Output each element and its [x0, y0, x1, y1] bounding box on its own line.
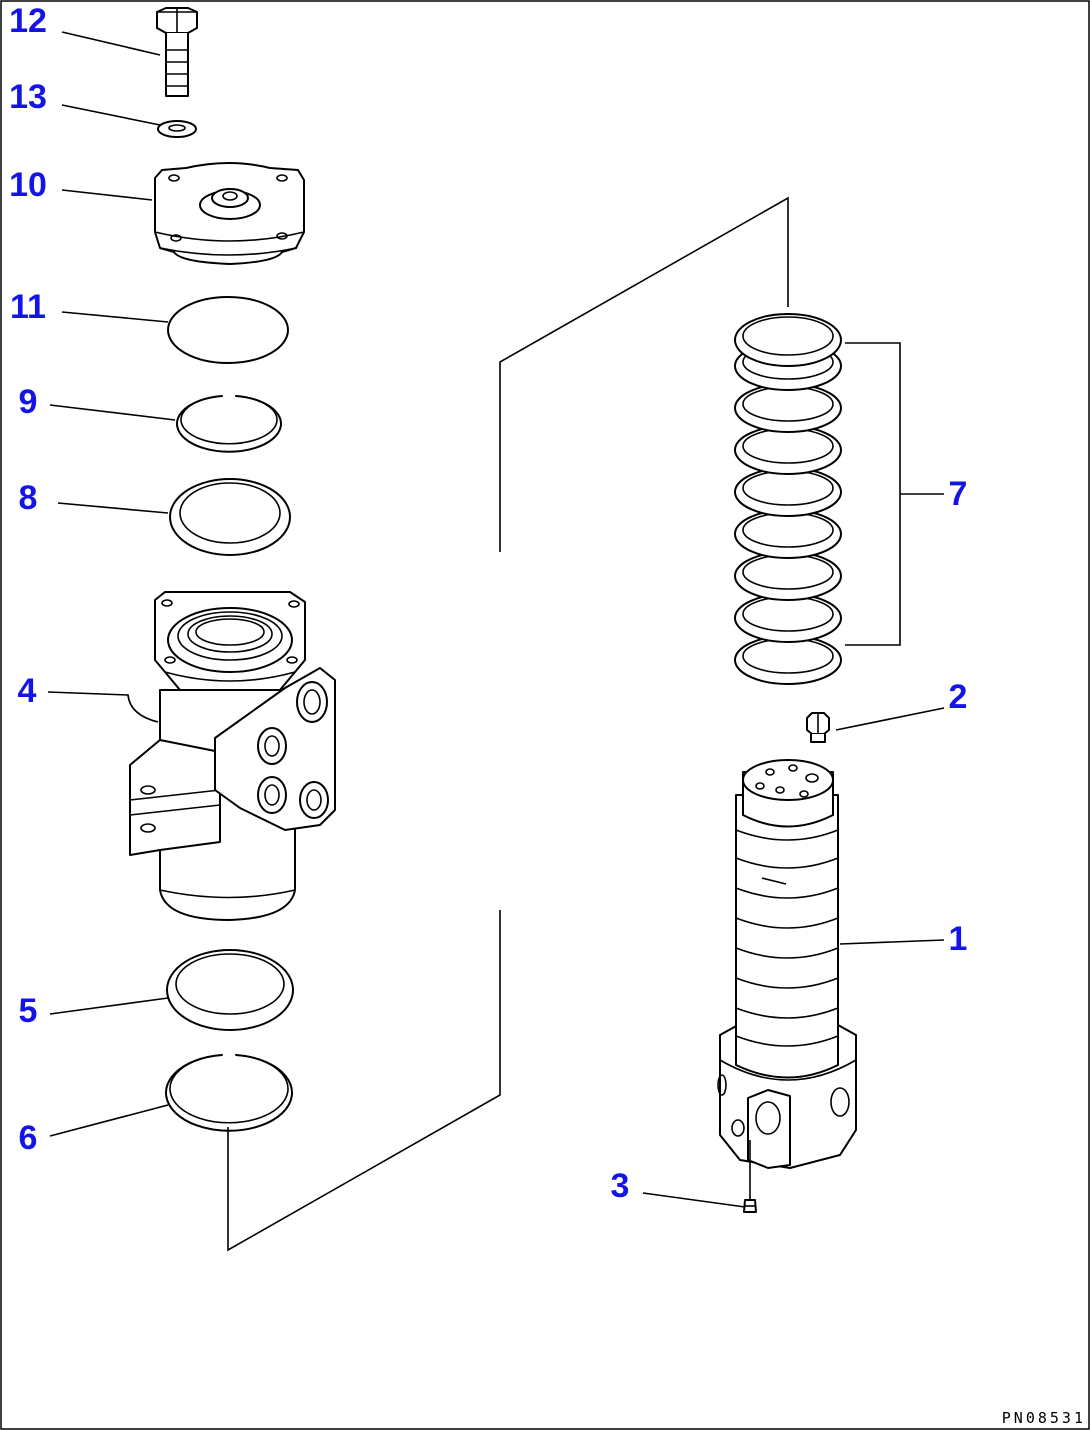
callout-7: 7: [949, 475, 968, 513]
leader-lines: [47, 31, 945, 1208]
assembly-reference-lines: [227, 196, 789, 1252]
washer-part: [157, 120, 197, 138]
callout-2: 2: [949, 678, 968, 716]
small-plug-part: [743, 1140, 757, 1213]
seal-set-part: [734, 313, 842, 685]
drawing-code: PN08531: [1002, 1409, 1086, 1427]
snap-ring-part: [176, 395, 282, 453]
callout-8: 8: [19, 479, 38, 517]
swivel-shaft-part: [717, 759, 857, 1169]
swivel-body-part: [129, 591, 336, 921]
callout-labels: 12 13 10 11 9 8 4 5 6 7 2 1 3: [9, 2, 967, 1205]
callout-4: 4: [18, 672, 37, 710]
callout-10: 10: [9, 166, 47, 204]
callout-5: 5: [19, 992, 38, 1030]
callout-12: 12: [9, 2, 47, 40]
retaining-ring-part: [165, 1054, 293, 1132]
cover-part: [154, 162, 305, 265]
callout-11: 11: [10, 288, 46, 326]
plug-part: [806, 712, 830, 743]
seal-ring-part: [166, 949, 294, 1031]
callout-3: 3: [611, 1167, 630, 1205]
bolt-part: [156, 7, 198, 97]
callout-6: 6: [19, 1119, 38, 1157]
callout-1: 1: [949, 920, 968, 958]
ring-part: [169, 478, 291, 556]
callout-9: 9: [19, 383, 38, 421]
callout-13: 13: [9, 78, 47, 116]
o-ring-part: [167, 296, 289, 364]
